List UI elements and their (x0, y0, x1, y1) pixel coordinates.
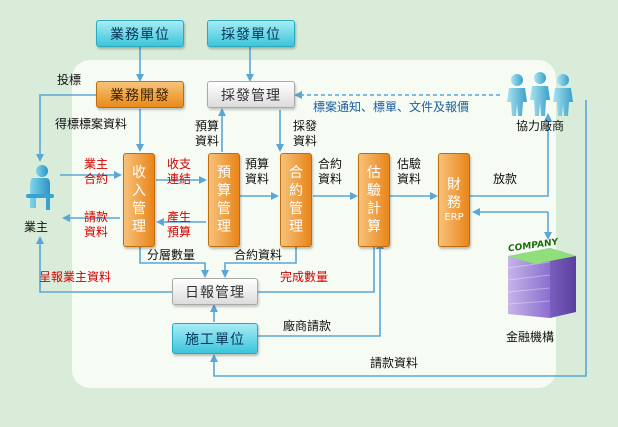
vbox-char: 預 (217, 165, 231, 181)
owner-contract-label: 業主 合約 (84, 157, 109, 186)
daily-report-box: 日報管理 (172, 278, 258, 305)
income-mgmt-box: 收入管理 (123, 153, 155, 247)
partner-label: 協力廠商 (516, 119, 565, 133)
vbox-char: 管 (217, 201, 231, 217)
contract-data-2-label: 合約資料 (234, 248, 283, 262)
purchase-unit-label: 採發單位 (221, 26, 281, 43)
vbox-char: 管 (132, 201, 146, 217)
bid-label: 投標 (57, 73, 82, 87)
layer-qty-label: 分層數量 (147, 248, 196, 262)
pay-link-label: 收支 連結 (167, 157, 192, 186)
purchase-mgmt-label: 採發管理 (221, 87, 281, 104)
got-bid-label: 得標標案資料 (55, 117, 128, 131)
vbox-char: 入 (132, 183, 146, 199)
bill-data-bottom-label: 請款資料 (370, 356, 419, 370)
purchase-data-label: 採發 資料 (293, 119, 318, 148)
budget-data-1-label: 預算 資料 (195, 119, 220, 148)
estimate-calc-box: 估驗計算 (358, 153, 390, 247)
vbox-char: 收 (132, 165, 146, 181)
budget-data-2-label: 預算 資料 (245, 157, 270, 186)
vbox-char: 計 (367, 201, 381, 217)
gen-budget-label: 產生 預算 (167, 210, 192, 239)
yewu-unit-box: 業務單位 (96, 20, 184, 47)
daily-report-label: 日報管理 (185, 284, 245, 301)
vbox-char: 算 (217, 183, 231, 199)
done-qty-label: 完成數量 (280, 270, 329, 284)
partners-people-icon (507, 72, 573, 116)
vendor-bill-label: 廠商請款 (283, 319, 332, 333)
purchase-mgmt-box: 採發管理 (207, 81, 295, 108)
yewu-unit-label: 業務單位 (110, 26, 170, 43)
vbox-char: 驗 (367, 183, 381, 199)
contract-mgmt-box: 合約管理 (280, 153, 312, 247)
vbox-char: 管 (289, 201, 303, 217)
estimate-data-label: 估驗 資料 (397, 157, 422, 186)
purchase-unit-box: 採發單位 (207, 20, 295, 47)
vbox-char: 理 (217, 219, 231, 235)
report-owner-label: 呈報業主資料 (39, 270, 112, 284)
loan-label: 放款 (493, 172, 518, 186)
budget-mgmt-box: 預算管理 (208, 153, 240, 247)
vbox-char: 合 (289, 165, 303, 181)
construction-unit-box: 施工單位 (172, 323, 258, 354)
vbox-char: ERP (444, 212, 464, 223)
bank-label: 金融機構 (506, 330, 555, 344)
vbox-char: 理 (132, 219, 146, 235)
yewu-dev-label: 業務開發 (110, 87, 170, 104)
vbox-char: 估 (367, 165, 381, 181)
vbox-char: 財 (447, 177, 461, 193)
bank-building-icon (507, 248, 576, 318)
construction-unit-label: 施工單位 (185, 331, 245, 348)
contract-data-1-label: 合約 資料 (318, 157, 343, 186)
yewu-dev-box: 業務開發 (96, 81, 184, 108)
vbox-char: 約 (289, 183, 303, 199)
vbox-char: 務 (447, 195, 461, 211)
notice-label: 標案通知、標單、文件及報價 (313, 100, 470, 114)
vbox-char: 算 (367, 219, 381, 235)
vbox-char: 理 (289, 219, 303, 235)
owner-chair-icon (26, 165, 54, 210)
owner-label: 業主 (24, 220, 49, 234)
bill-data-left-label: 請款 資料 (84, 210, 109, 239)
